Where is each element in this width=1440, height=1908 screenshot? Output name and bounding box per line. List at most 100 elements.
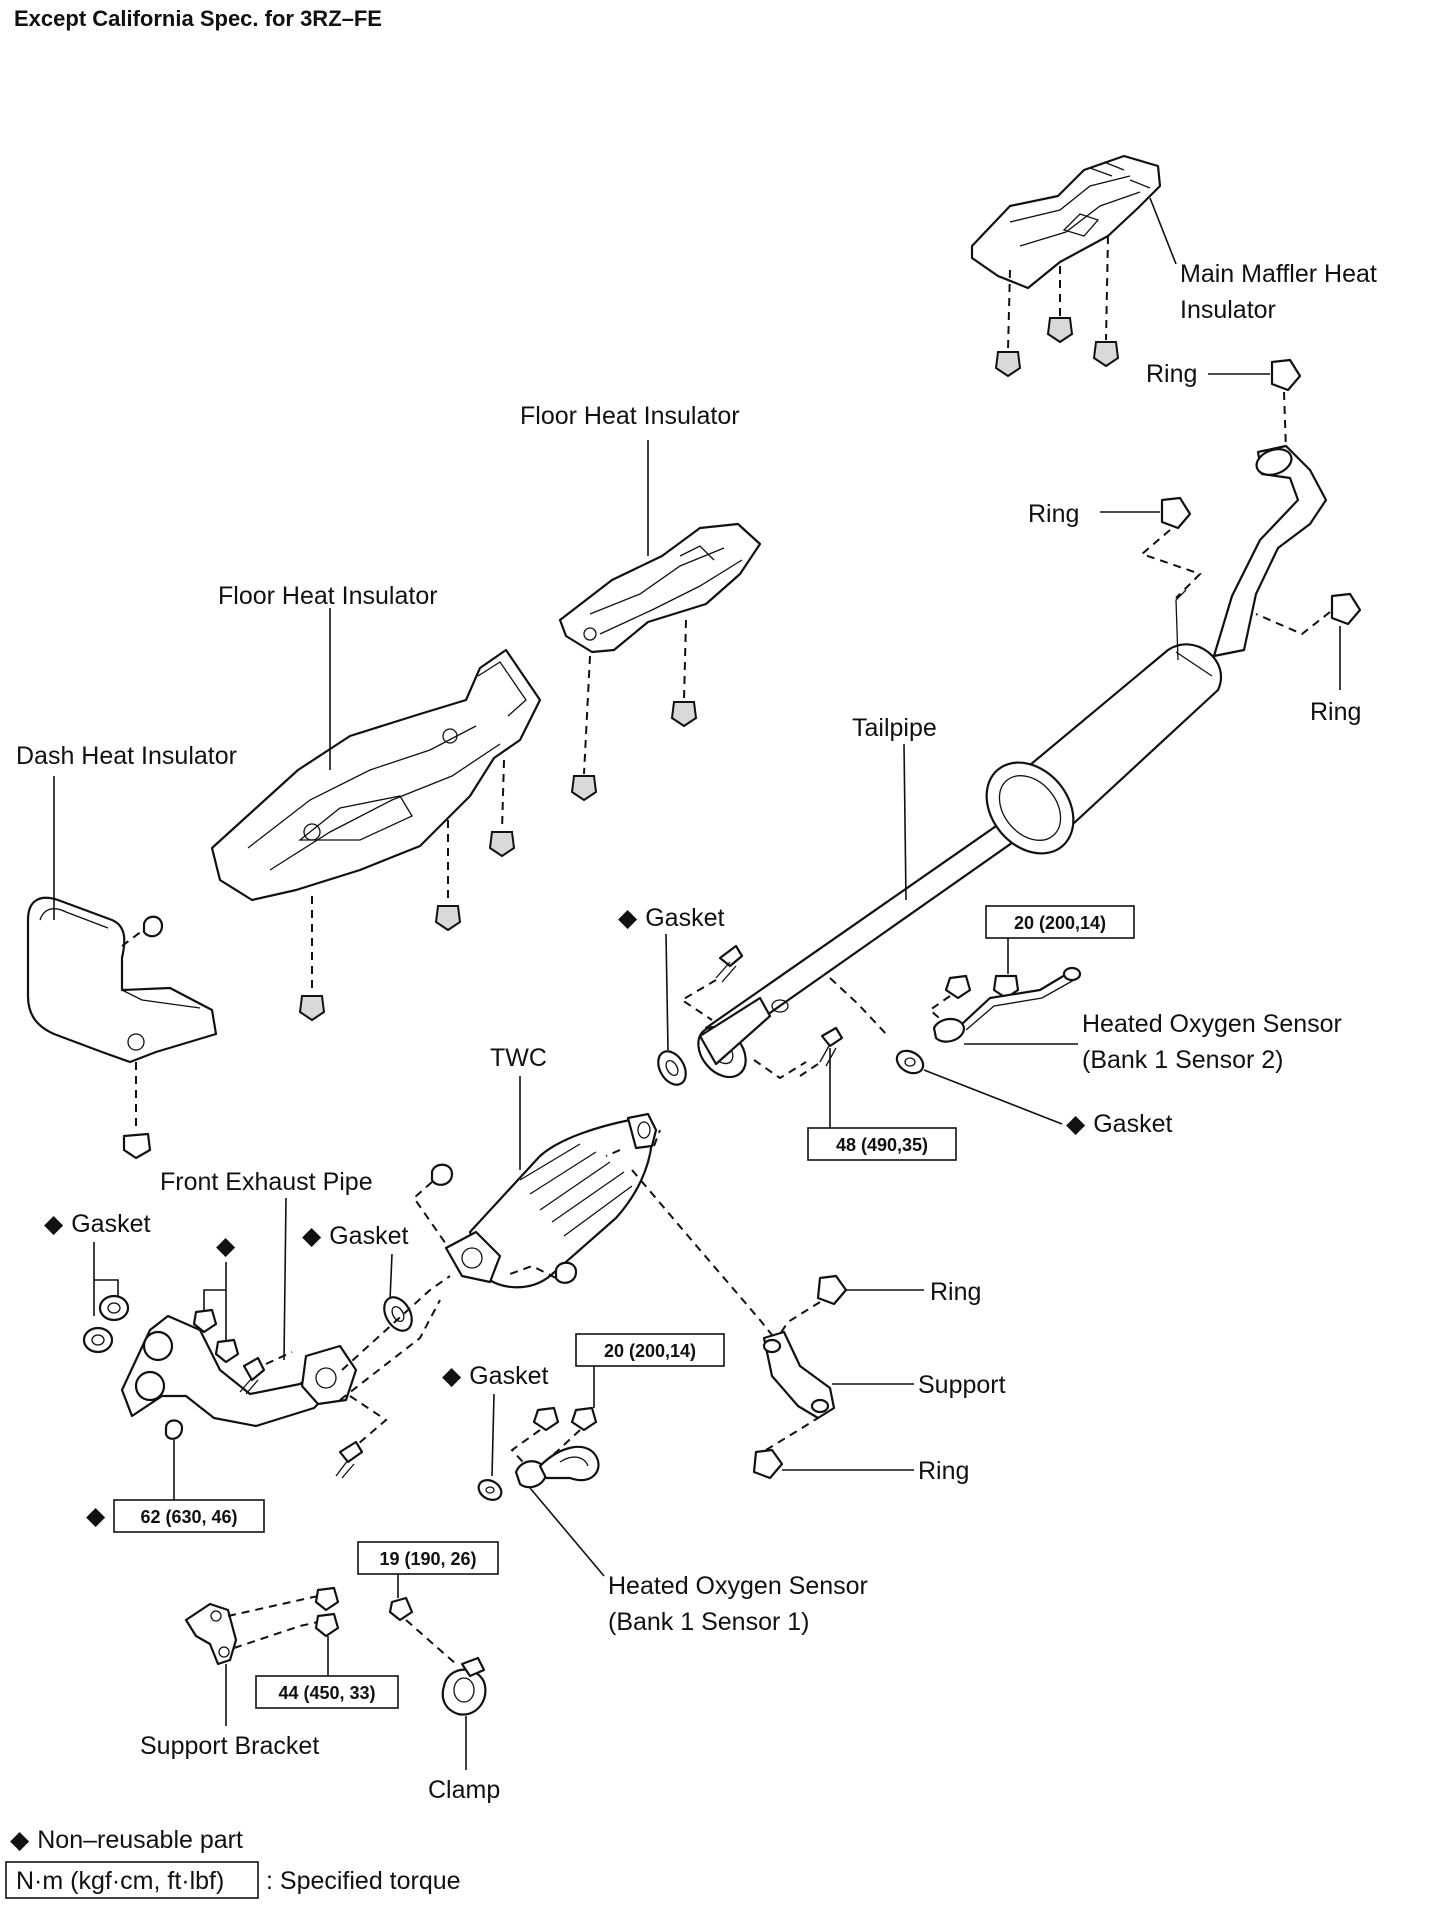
leader-sensor1 (529, 1487, 605, 1577)
label-gasket-sensor2: ◆Gasket (1066, 1110, 1172, 1138)
dash-ring-support-lower (765, 1417, 819, 1451)
oxygen-sensor-1-part (510, 1406, 600, 1489)
torque-box-tailpipe-bolt (807, 1127, 957, 1161)
label-front-exhaust-pipe: Front Exhaust Pipe (160, 1168, 373, 1196)
gasket-sensor2-part (895, 1049, 925, 1075)
label-gasket-tailpipe: ◆Gasket (618, 904, 724, 932)
torque-box-bracket (255, 1675, 399, 1709)
label-gasket-sensor1: ◆Gasket (442, 1362, 548, 1390)
floor-heat-insulator-front (210, 648, 542, 902)
label-floor-heat-insulator-rear: Floor Heat Insulator (520, 402, 740, 430)
label-gasket-manifold: ◆Gasket (44, 1210, 150, 1238)
dash-ring-upper-left (1140, 529, 1202, 599)
label-twc: TWC (490, 1044, 547, 1072)
legend-non-reusable: ◆Non–reusable part (10, 1826, 243, 1854)
label-ring-support-lower: Ring (918, 1457, 969, 1485)
dash-insulator-bolts (121, 915, 164, 1160)
label-gasket-sensor2-text: Gasket (1093, 1110, 1172, 1138)
torque-bracket: 44 (450, 33) (278, 1683, 375, 1703)
leader-main-muffler-insulator (1149, 197, 1177, 265)
manifold-nuts (192, 1308, 293, 1395)
dash-ring-support-upper (779, 1301, 821, 1335)
front-exhaust-pipe-part (120, 1275, 451, 1428)
legend-torque-units: N·m (kgf·cm, ft·lbf) (16, 1867, 224, 1895)
label-gasket-sensor1-text: Gasket (469, 1362, 548, 1390)
label-support: Support (918, 1371, 1006, 1399)
torque-box-sensor2 (985, 905, 1135, 939)
gasket-sensor1-part (477, 1479, 503, 1501)
dash-ring-top (1283, 391, 1287, 451)
ring-icon-top (1270, 358, 1302, 392)
floor-insulator-front-bolts (298, 759, 516, 1022)
legend-torque-box (5, 1861, 259, 1899)
dash-heat-insulator (26, 896, 218, 1064)
torque-clamp: 19 (190, 26) (379, 1549, 476, 1569)
twc-catalytic-converter (444, 1112, 658, 1289)
torque-sensor1: 20 (200,14) (604, 1341, 696, 1361)
non-reusable-marker: ◆ (618, 904, 638, 932)
gasket-manifold-parts (82, 1294, 130, 1354)
leader-gasket-tailpipe (665, 933, 669, 1051)
main-muffler-heat-insulator (970, 154, 1162, 290)
leader-gasket-twc (389, 1253, 393, 1301)
ring-icon-right (1330, 592, 1362, 626)
non-reusable-marker: ◆ (1066, 1110, 1086, 1138)
marker-manifold-torque: ◆ (86, 1502, 106, 1530)
leader-gasket-manifold (93, 1242, 119, 1316)
label-heated-oxygen-sensor-2-line1: Heated Oxygen Sensor (1082, 1010, 1342, 1038)
label-gasket-twc: ◆Gasket (302, 1222, 408, 1250)
label-gasket-manifold-text: Gasket (71, 1210, 150, 1238)
floor-insulator-rear-bolts (570, 619, 698, 802)
label-heated-oxygen-sensor-1-line2: (Bank 1 Sensor 1) (608, 1608, 810, 1636)
marker-manifold-nuts: ◆ (216, 1232, 236, 1260)
torque-box-clamp (357, 1541, 499, 1575)
legend-non-reusable-text: Non–reusable part (37, 1826, 243, 1854)
leader-front-exhaust-pipe (283, 1197, 287, 1361)
support-part (762, 1330, 836, 1420)
legend-diamond-icon: ◆ (10, 1826, 30, 1854)
label-support-bracket: Support Bracket (140, 1732, 319, 1760)
leader-gasket-sensor2 (923, 1069, 1063, 1125)
label-clamp: Clamp (428, 1776, 500, 1804)
label-main-muffler-heat-insulator-2: Insulator (1180, 296, 1276, 324)
torque-tailpipe-bolt: 48 (490,35) (836, 1135, 928, 1155)
front-pipe-flange-bolts (335, 1395, 388, 1479)
label-ring-top: Ring (1146, 360, 1197, 388)
label-gasket-tailpipe-text: Gasket (645, 904, 724, 932)
non-reusable-marker: ◆ (44, 1210, 64, 1238)
leader-gasket-sensor1 (491, 1393, 495, 1477)
label-ring-upper-left: Ring (1028, 500, 1079, 528)
torque-box-manifold (113, 1499, 265, 1533)
label-gasket-twc-text: Gasket (329, 1222, 408, 1250)
label-dash-heat-insulator: Dash Heat Insulator (16, 742, 237, 770)
label-heated-oxygen-sensor-1-line1: Heated Oxygen Sensor (608, 1572, 868, 1600)
label-tailpipe: Tailpipe (852, 714, 937, 742)
torque-box-sensor1 (575, 1333, 725, 1367)
clamp-part (388, 1596, 487, 1716)
manifold-stud-nut (164, 1419, 184, 1440)
label-ring-support-upper: Ring (930, 1278, 981, 1306)
ring-icon-support-upper (816, 1274, 848, 1306)
torque-sensor2: 20 (200,14) (1014, 913, 1106, 933)
gasket-twc-part (383, 1296, 413, 1332)
torque-manifold: 62 (630, 46) (140, 1507, 237, 1527)
ring-icon-upper-left (1160, 496, 1192, 530)
dash-ring-right (1255, 611, 1331, 636)
tailpipe-assembly (697, 444, 1328, 1079)
main-muffler-insulator-bolts (994, 235, 1120, 378)
leader-manifold-nuts (203, 1262, 227, 1340)
floor-heat-insulator-rear (558, 522, 762, 654)
tailpipe-flange-bolts (680, 944, 889, 1080)
label-main-muffler-heat-insulator-1: Main Maffler Heat (1180, 260, 1377, 288)
support-bracket-part (184, 1586, 340, 1666)
label-ring-right: Ring (1310, 698, 1361, 726)
leader-tailpipe (903, 743, 907, 901)
non-reusable-marker: ◆ (302, 1222, 322, 1250)
legend-torque-desc: : Specified torque (266, 1867, 461, 1895)
gasket-tailpipe-part (657, 1050, 687, 1086)
non-reusable-marker: ◆ (442, 1362, 462, 1390)
diagram-title: Except California Spec. for 3RZ–FE (14, 6, 382, 31)
label-floor-heat-insulator-front: Floor Heat Insulator (218, 582, 438, 610)
